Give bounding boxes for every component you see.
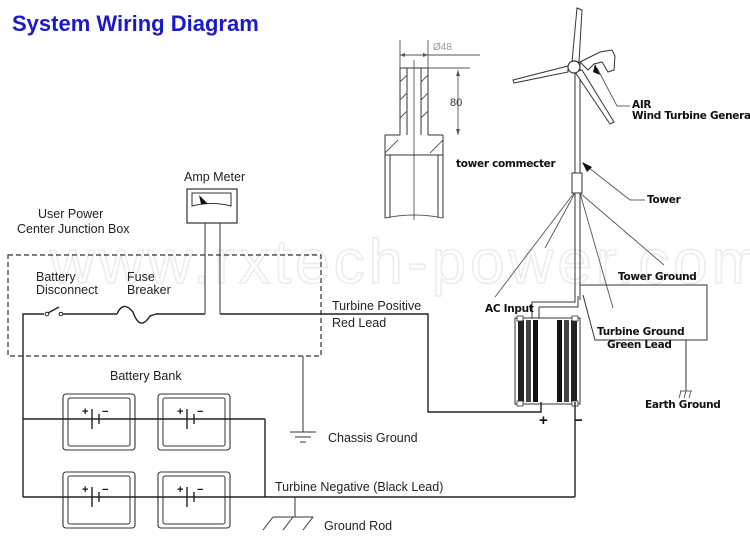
battery-cell: +− [62,393,136,451]
chassis-ground-label: Chassis Ground [328,431,418,445]
amp-meter-icon [186,188,238,224]
controller-unit: + − [514,315,583,429]
battery-minus-sign: − [197,484,203,496]
battery-disconnect-line2: Disconnect [36,283,98,297]
tower-label: Tower [647,194,682,206]
fuse-breaker-line1: Fuse [127,270,155,284]
fuse-breaker-icon [116,305,157,324]
page-title: System Wiring Diagram [12,11,259,36]
fuse-breaker-line2: Breaker [127,283,171,297]
nacelle-icon [579,49,616,73]
ground-rod-label: Ground Rod [324,519,392,533]
negative-terminal-label: − [574,412,583,429]
battery-plus-sign: + [177,484,183,496]
earth-ground-label: Earth Ground [645,399,720,411]
junction-box: User Power Center Junction Box Battery D… [7,170,542,497]
battery-plus-sign: + [82,406,88,418]
battery-minus-sign: − [102,484,108,496]
height-label: 80 [450,97,462,109]
battery-minus-sign: − [102,406,108,418]
chassis-ground: Chassis Ground [290,356,418,445]
tower-connector-detail: Ø48 80 tower commecter [384,40,557,220]
generator-label-line1: AIR [632,99,651,111]
blade-icon [571,7,583,63]
junction-box-label-line2: Center Junction Box [17,222,130,236]
turbine-ground-line2: Green Lead [607,339,672,351]
battery-disconnect-switch-icon [44,306,64,317]
wind-turbine: AIR Wind Turbine Generator Tower Tower G… [485,7,750,411]
battery-cell: +− [157,393,231,451]
battery-bank-label: Battery Bank [110,369,182,383]
turbine-ground-line1: Turbine Ground [597,326,684,338]
battery-cell: +− [157,471,231,529]
hub-icon [567,60,581,74]
turbine-positive-line1: Turbine Positive [332,299,421,313]
ac-input-label: AC Input [485,303,534,315]
amp-meter-label: Amp Meter [184,170,245,184]
blade-icon [574,69,615,125]
ground-rod: Ground Rod [262,497,392,533]
positive-terminal-label: + [539,412,548,429]
junction-box-label-line1: User Power [38,207,103,221]
blade-icon [512,65,569,84]
junction-box-boundary [7,254,322,357]
tower-ground-label: Tower Ground [618,271,697,283]
diameter-label: Ø48 [433,42,452,53]
turbine-positive-line2: Red Lead [332,316,386,330]
battery-cell: +− [62,471,136,529]
battery-minus-sign: − [197,406,203,418]
generator-label-line2: Wind Turbine Generator [632,110,750,122]
tower-connector-caption: tower commecter [456,158,556,170]
battery-bank: Battery Bank +−+−+−+− [23,369,576,529]
battery-plus-sign: + [177,406,183,418]
turbine-negative-label: Turbine Negative (Black Lead) [275,480,443,494]
battery-disconnect-line1: Battery [36,270,76,284]
battery-plus-sign: + [82,484,88,496]
